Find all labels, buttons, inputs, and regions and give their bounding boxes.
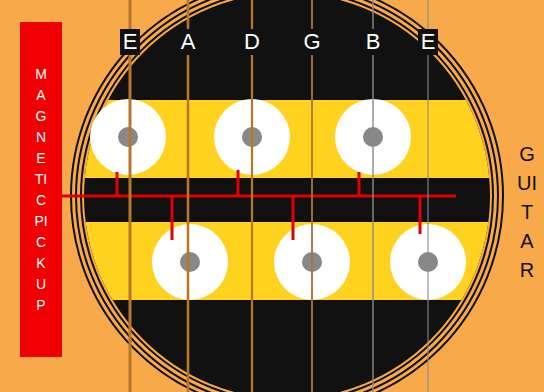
string-name: G [300,29,323,55]
pole-pieces [90,99,466,300]
pickup-wiring [62,170,456,240]
string-name: B [363,29,384,55]
guitar-strings [130,0,428,392]
vertical-label: MAGNETIC PICKUP [34,64,48,316]
string-name: E [418,29,439,55]
string-name: A [178,29,199,55]
string-name: D [241,29,263,55]
side-title: GUITAR [517,140,537,285]
string-name: E [120,29,141,55]
pickup-bar: MAGNETIC PICKUP [20,22,62,357]
